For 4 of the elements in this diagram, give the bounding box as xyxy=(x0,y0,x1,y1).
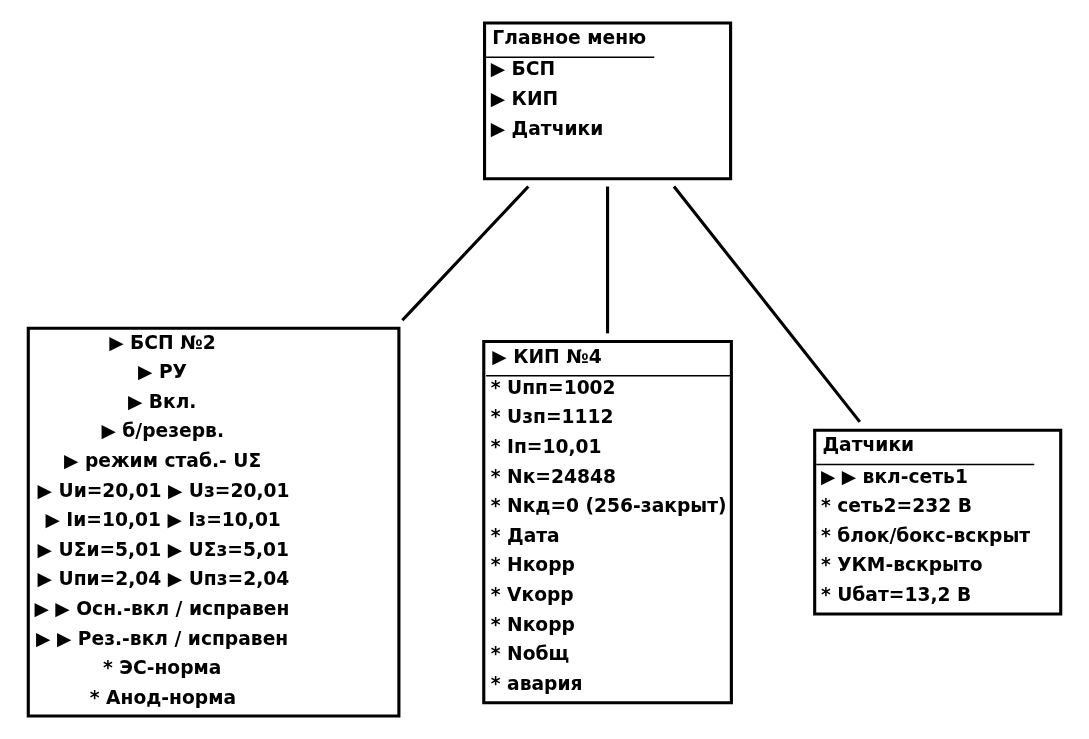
connector xyxy=(672,185,861,423)
connector xyxy=(606,186,610,334)
connector xyxy=(401,185,530,322)
node-box: ▶ БСП №2 ▶ РУ ▶ Вкл. ▶ б/резерв. ▶ режим стаб.- UΣ ▶ Uи=20,01 ▶ Uз=20,01 ▶ Iи=10,01 ▶ Iз=10,01 ▶ UΣи=5,01 ▶ UΣз=5,01 ▶ Uпи=2,04 ▶ Uпз=2,04 ▶ ▶ Осн.-вкл / исправен ▶ ▶ Рез.-вкл / исправен * ЭС-норма * Анод-норма xyxy=(26,326,401,718)
